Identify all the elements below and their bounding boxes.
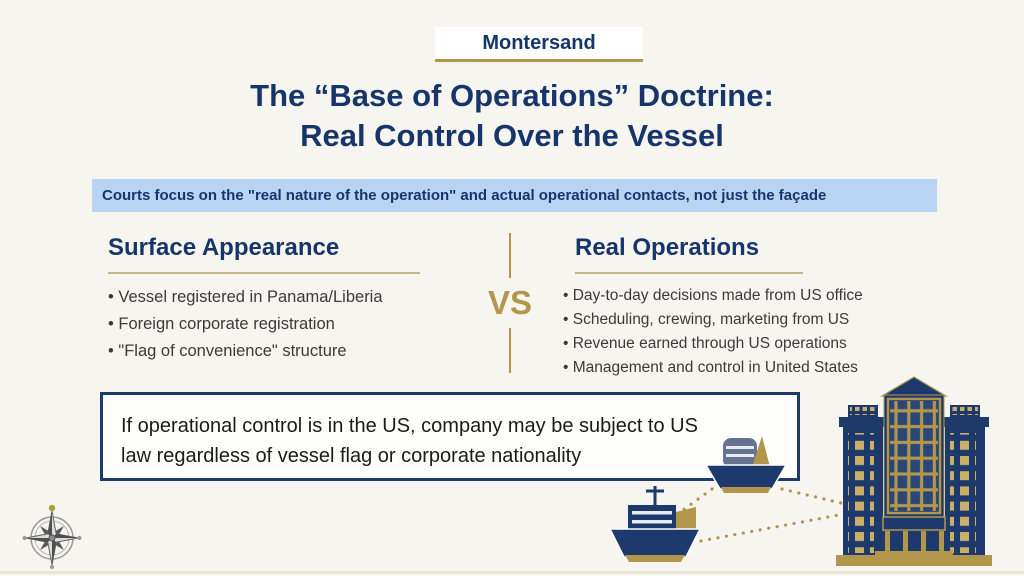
title-line-1: The “Base of Operations” Doctrine: [250, 78, 774, 113]
conclusion-line-2: law regardless of vessel flag or corpora… [121, 445, 582, 467]
real-operations-column: Real Operations Day-to-day decisions mad… [563, 234, 953, 380]
footer-divider [0, 571, 1024, 574]
list-item: Vessel registered in Panama/Liberia [108, 284, 430, 311]
small-ship-icon [704, 436, 788, 493]
list-item: Foreign corporate registration [108, 311, 430, 338]
gold-underline [575, 272, 803, 274]
surface-appearance-list: Vessel registered in Panama/Liberia Fore… [108, 284, 430, 365]
cargo-ship-icon [608, 486, 702, 562]
real-operations-list: Day-to-day decisions made from US office… [563, 284, 953, 380]
list-item: "Flag of convenience" structure [108, 338, 430, 365]
real-operations-heading: Real Operations [575, 234, 760, 261]
compass-rose-icon [22, 504, 82, 569]
title-line-2: Real Control Over the Vessel [300, 118, 724, 153]
surface-appearance-heading: Surface Appearance [108, 234, 340, 261]
list-item: Day-to-day decisions made from US office [563, 284, 953, 308]
surface-appearance-column: Surface Appearance Vessel registered in … [108, 234, 430, 365]
vs-label: VS [487, 284, 533, 321]
list-item: Revenue earned through US operations [563, 332, 953, 356]
list-item: Scheduling, crewing, marketing from US [563, 308, 953, 332]
conclusion-text: If operational control is in the US, com… [121, 411, 797, 471]
vs-divider: VS [470, 233, 550, 373]
divider-line-bottom [509, 328, 511, 373]
brand-logo: Montersand [435, 27, 643, 62]
key-point-banner: Courts focus on the "real nature of the … [92, 179, 937, 212]
gold-underline [108, 272, 420, 274]
conclusion-line-1: If operational control is in the US, com… [121, 415, 698, 437]
dotted-connection-lines [666, 487, 843, 543]
conclusion-box: If operational control is in the US, com… [100, 392, 800, 481]
us-office-building-icon [836, 376, 992, 566]
page-title: The “Base of Operations” Doctrine: Real … [0, 76, 1024, 156]
divider-line-top [509, 233, 511, 278]
list-item: Management and control in United States [563, 356, 953, 380]
